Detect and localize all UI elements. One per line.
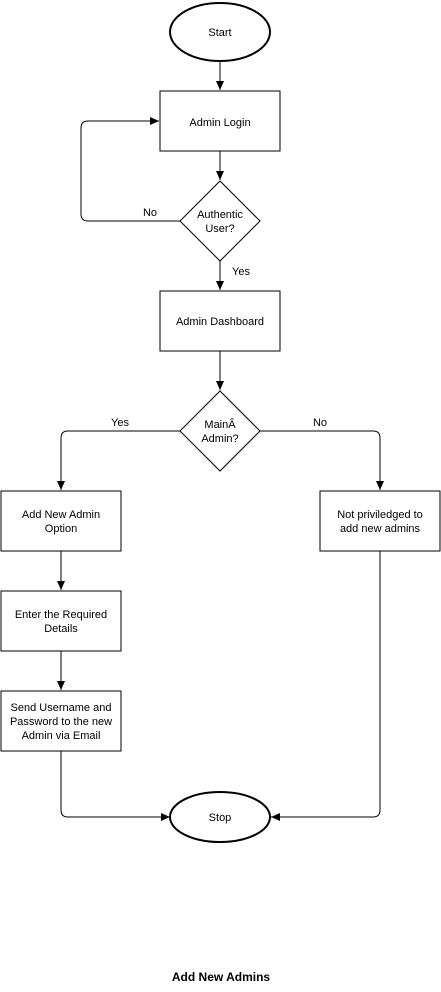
admin-dashboard-label: Admin Dashboard: [176, 316, 264, 328]
not-privileged-line-2: add new admins: [340, 523, 421, 535]
stop-label: Stop: [209, 812, 232, 824]
main-admin-decision: MainÂ Admin?: [179, 390, 261, 472]
edge-labels: No Yes Yes No: [111, 207, 327, 429]
stop-node: Stop: [169, 791, 271, 843]
edge-send-to-stop: [60, 751, 170, 821]
label-main-yes: Yes: [111, 417, 129, 429]
main-admin-line-2: Admin?: [201, 433, 238, 445]
edge-notpriv-to-stop: [271, 551, 381, 821]
edge-auth-no-loop: [80, 117, 180, 222]
add-new-admin-node: Add New Admin Option: [0, 490, 122, 552]
enter-details-line-2: Details: [44, 623, 78, 635]
send-credentials-node: Send Username and Password to the new Ad…: [0, 690, 122, 752]
authentic-user-line-2: User?: [205, 223, 234, 235]
send-credentials-line-1: Send Username and: [11, 702, 112, 714]
admin-login-node: Admin Login: [159, 90, 281, 152]
enter-details-line-1: Enter the Required: [15, 609, 107, 621]
admin-dashboard-node: Admin Dashboard: [159, 290, 281, 352]
main-admin-line-1: MainÂ: [204, 418, 236, 431]
start-node: Start: [169, 2, 271, 62]
label-auth-no: No: [143, 207, 157, 219]
edge-main-yes-to-add: [57, 430, 180, 490]
label-auth-yes: Yes: [232, 266, 250, 278]
edges: [57, 62, 384, 821]
diagram-caption: Add New Admins: [172, 970, 271, 984]
add-new-admin-line-2: Option: [45, 523, 77, 535]
label-main-no: No: [313, 417, 327, 429]
add-new-admin-line-1: Add New Admin: [22, 509, 100, 521]
start-label: Start: [208, 27, 231, 39]
send-credentials-line-3: Admin via Email: [22, 730, 101, 742]
enter-details-node: Enter the Required Details: [0, 590, 122, 652]
send-credentials-line-2: Password to the new: [10, 716, 112, 728]
authentic-user-line-1: Authentic: [197, 209, 243, 221]
authentic-user-decision: Authentic User?: [179, 180, 261, 262]
not-privileged-node: Not priviledged to add new admins: [319, 490, 441, 552]
not-privileged-line-1: Not priviledged to: [337, 509, 423, 521]
edge-main-no-to-notpriv: [260, 430, 384, 490]
admin-login-label: Admin Login: [189, 117, 250, 129]
